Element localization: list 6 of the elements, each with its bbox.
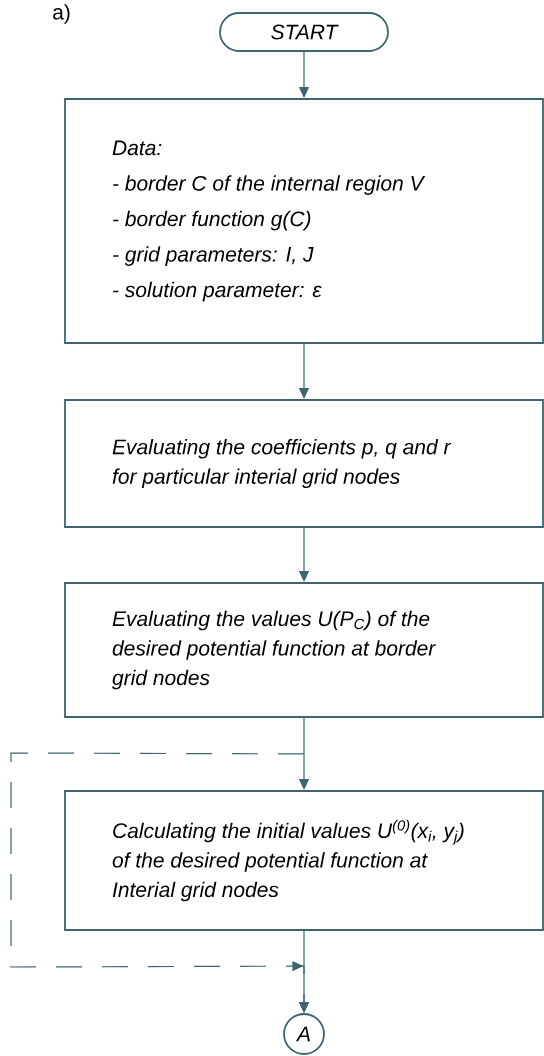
process-box: Calculating the initial values U$^{(0)}$(x$_{i}$, y$_{j}$) of the desired potential function at Interial grid nodes [64, 790, 544, 931]
process-box: Evaluating the coefficients p, q and r for particular interial grid nodes [64, 399, 544, 528]
terminator: START [219, 12, 389, 52]
data-box: Data: - border C of the internal region V - border function g(C) - grid parameters: I, J - solution parameter: ε [64, 98, 544, 344]
process-box: Evaluating the values U(P$_{C}$) of the desired potential function at border grid nodes [64, 582, 544, 718]
panel-label: a) [53, 4, 70, 24]
